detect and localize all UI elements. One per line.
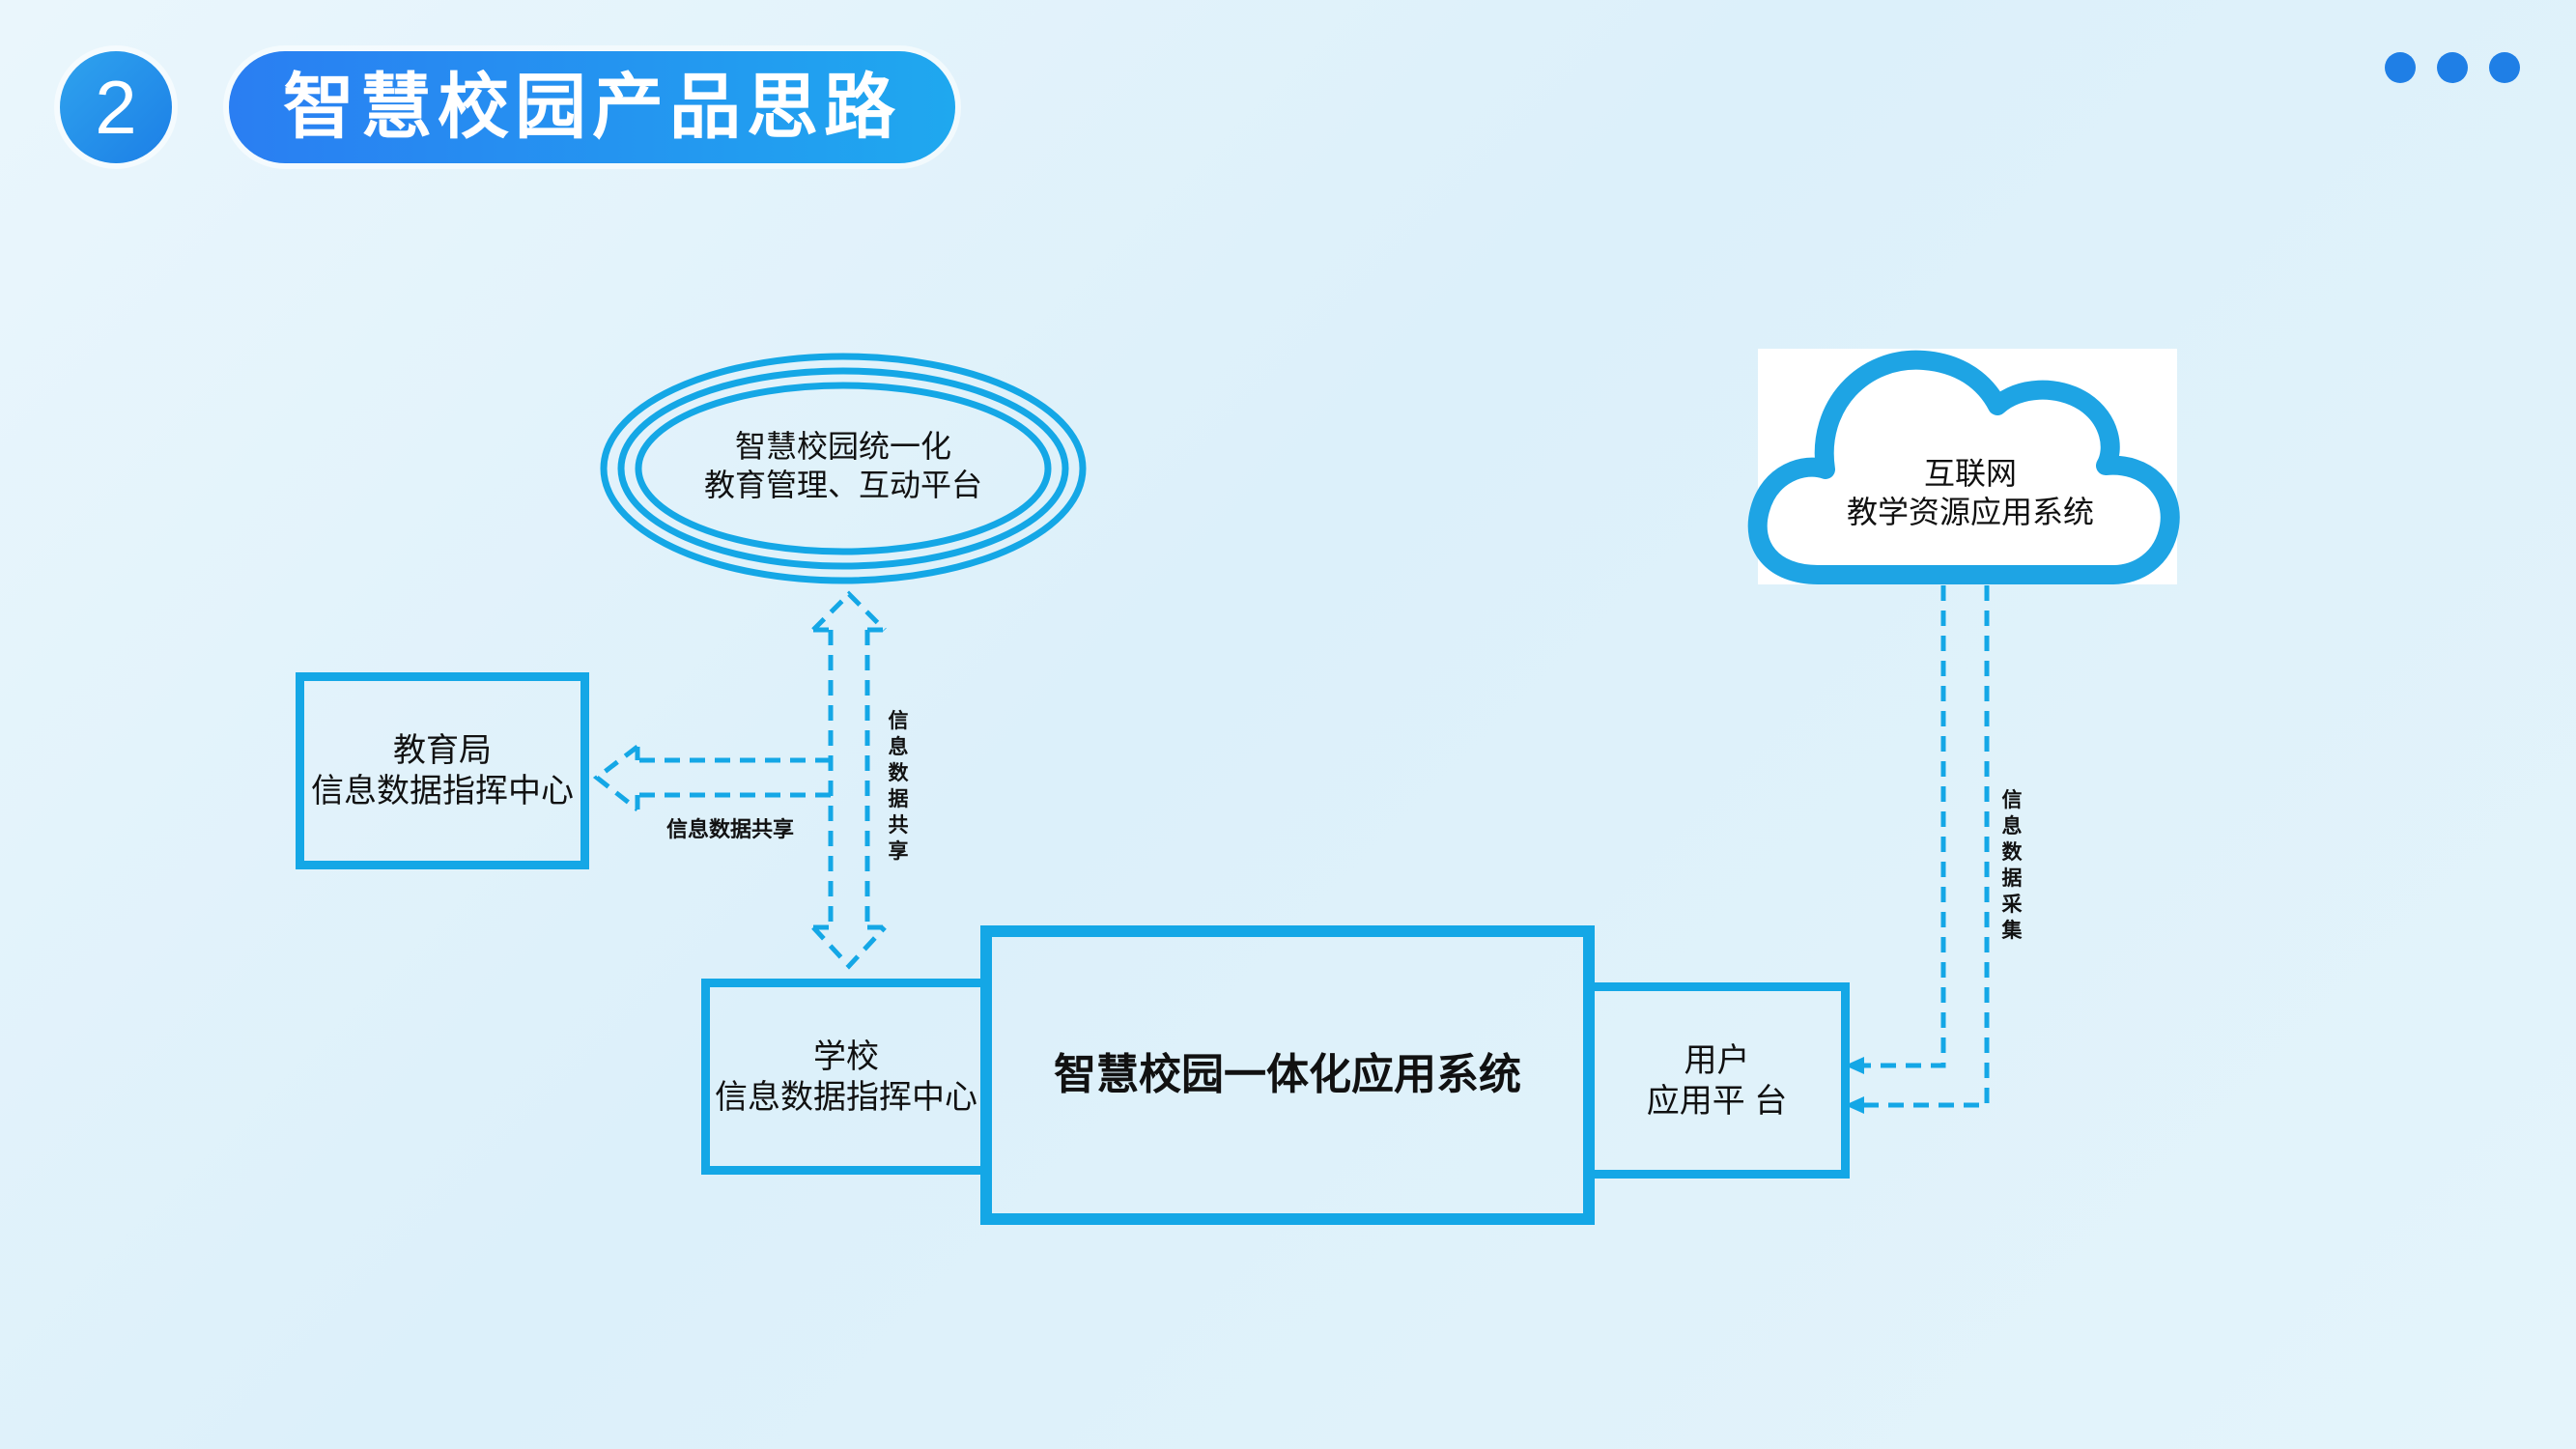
core-system-label: 智慧校园一体化应用系统 bbox=[1054, 1051, 1521, 1098]
edge-label-cloud-user: 信 息 数 据 采 集 bbox=[2001, 789, 2023, 942]
arrowhead-icon bbox=[1845, 1057, 1864, 1114]
school-label: 学校 信息数据指挥中心 bbox=[715, 1037, 977, 1116]
section-number-badge: 2 bbox=[60, 51, 172, 163]
school-node: 学校 信息数据指挥中心 bbox=[701, 979, 991, 1175]
cloud-user-arrows bbox=[1862, 585, 1990, 1108]
platform-ellipse-icon bbox=[600, 353, 1087, 584]
bureau-node: 教育局 信息数据指挥中心 bbox=[296, 672, 589, 869]
dot-icon bbox=[2437, 52, 2468, 83]
decorative-dots bbox=[2385, 52, 2520, 83]
user-platform-label: 用户 应用平 台 bbox=[1646, 1041, 1788, 1120]
core-system-node: 智慧校园一体化应用系统 bbox=[980, 925, 1595, 1225]
edge-label-to-bureau: 信息数据共享 bbox=[666, 817, 795, 841]
platform-label: 智慧校园统一化 教育管理、互动平台 bbox=[703, 429, 982, 502]
user-platform-node: 用户 应用平 台 bbox=[1584, 982, 1850, 1179]
platform-school-arrow bbox=[811, 590, 887, 970]
page-title: 智慧校园产品思路 bbox=[229, 51, 955, 163]
cloud-icon bbox=[1747, 350, 2180, 584]
bureau-label: 教育局 信息数据指挥中心 bbox=[311, 732, 574, 810]
dot-icon bbox=[2489, 52, 2520, 83]
bureau-arrow bbox=[592, 745, 831, 811]
internet-label: 互联网 教学资源应用系统 bbox=[1846, 456, 2094, 529]
dot-icon bbox=[2385, 52, 2416, 83]
edge-label-platform-school: 信 息 数 据 共 享 bbox=[888, 710, 909, 863]
